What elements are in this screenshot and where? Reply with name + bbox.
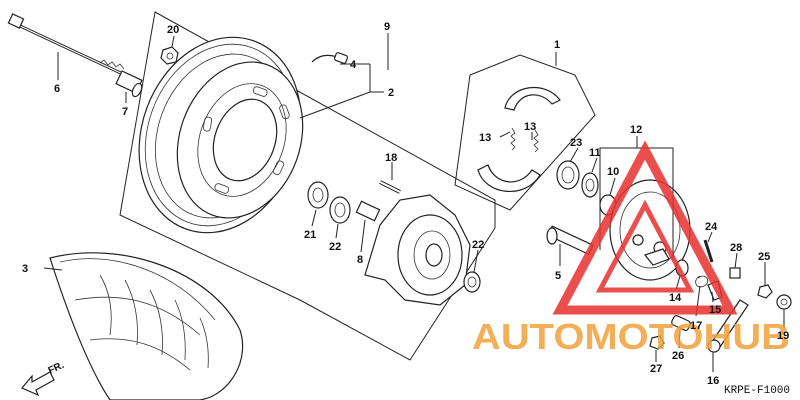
leader-22b: [473, 249, 479, 273]
leader-24: [707, 231, 713, 243]
wheel-rim: [138, 36, 304, 234]
wheel-assembly-outline: [119, 11, 496, 361]
callout-16: 16: [707, 375, 719, 387]
callout-7: 7: [122, 106, 128, 118]
callout-20: 20: [167, 24, 179, 36]
callout-22b: 22: [472, 239, 484, 251]
shoe-spring-right: [533, 129, 539, 153]
leader-13a: [499, 131, 511, 138]
leader-8: [360, 219, 366, 253]
brake-cam: [546, 225, 594, 256]
dust-seal: [556, 160, 580, 190]
callout-11: 11: [589, 147, 601, 159]
callout-18: 18: [385, 152, 397, 164]
nut-25: [757, 284, 773, 299]
distance-collar: [355, 200, 381, 222]
bearing-21: [307, 181, 329, 209]
nut-20: [160, 46, 179, 65]
tire: [49, 252, 244, 400]
callout-28: 28: [730, 242, 742, 254]
callout-8: 8: [357, 254, 363, 266]
callout-25: 25: [758, 251, 770, 263]
callout-24: 24: [705, 221, 718, 233]
callout-6: 6: [54, 83, 60, 95]
callout-5: 5: [555, 270, 561, 282]
tire-valve: [311, 52, 349, 64]
callout-22a: 22: [329, 241, 341, 253]
callout-9: 9: [384, 21, 390, 33]
bolt-28: [729, 267, 741, 279]
watermark-text: AUTOMOTOHUB: [472, 316, 790, 357]
diagram-code: KRPE-F1000: [723, 385, 790, 397]
brake-shoe-outline: [454, 54, 596, 211]
callout-26: 26: [672, 350, 684, 362]
callout-19: 19: [777, 330, 789, 342]
front-direction-label: FR.: [47, 360, 66, 377]
callout-3: 3: [22, 263, 28, 275]
leader-3: [43, 267, 63, 271]
leader-15: [711, 291, 714, 303]
watermark-triangle-inner: [595, 199, 695, 293]
leader-2a: [299, 64, 371, 119]
callout-27: 27: [650, 363, 662, 375]
callout-21: 21: [304, 229, 316, 241]
brake-shoe-lower: [477, 164, 541, 192]
stud-bolt: [379, 180, 401, 194]
brake-arm: [707, 299, 749, 353]
return-spring: [695, 275, 709, 288]
callout-13a: 13: [479, 132, 491, 144]
shoe-spring-left: [510, 127, 516, 151]
collar: [115, 70, 143, 98]
callout-23: 23: [570, 137, 582, 149]
nut-19: [776, 294, 792, 310]
callout-12: 12: [630, 124, 642, 136]
callout-4: 4: [350, 59, 357, 71]
watermark: AUTOMOTOHUB: [472, 140, 790, 357]
axle-bolt: [7, 13, 126, 77]
leader-11: [591, 157, 598, 173]
leader-23: [569, 147, 579, 163]
leader-10: [609, 177, 616, 196]
leader-22a: [335, 223, 339, 239]
callout-2: 2: [388, 87, 394, 99]
brake-shoe-upper: [504, 86, 561, 111]
bolt-24: [703, 239, 714, 263]
joint-26: [671, 315, 691, 331]
front-direction-arrow-icon: [21, 371, 55, 397]
watermark-triangle-outer: [552, 140, 738, 315]
callout-1: 1: [554, 39, 560, 51]
callout-15: 15: [709, 304, 721, 316]
callout-10: 10: [607, 166, 619, 178]
leader-21: [311, 209, 317, 227]
leader-20: [171, 35, 175, 48]
leader-26: [678, 329, 681, 349]
bearing-22-left: [329, 196, 351, 224]
bearing-22-right: [463, 271, 481, 293]
leader-28: [734, 252, 738, 269]
callout-17: 17: [690, 320, 702, 332]
callout-13b: 13: [524, 121, 536, 133]
nut-27: [649, 335, 665, 350]
wheel-hub: [364, 194, 471, 306]
callout-14: 14: [669, 292, 682, 304]
washer-11: [581, 172, 599, 198]
